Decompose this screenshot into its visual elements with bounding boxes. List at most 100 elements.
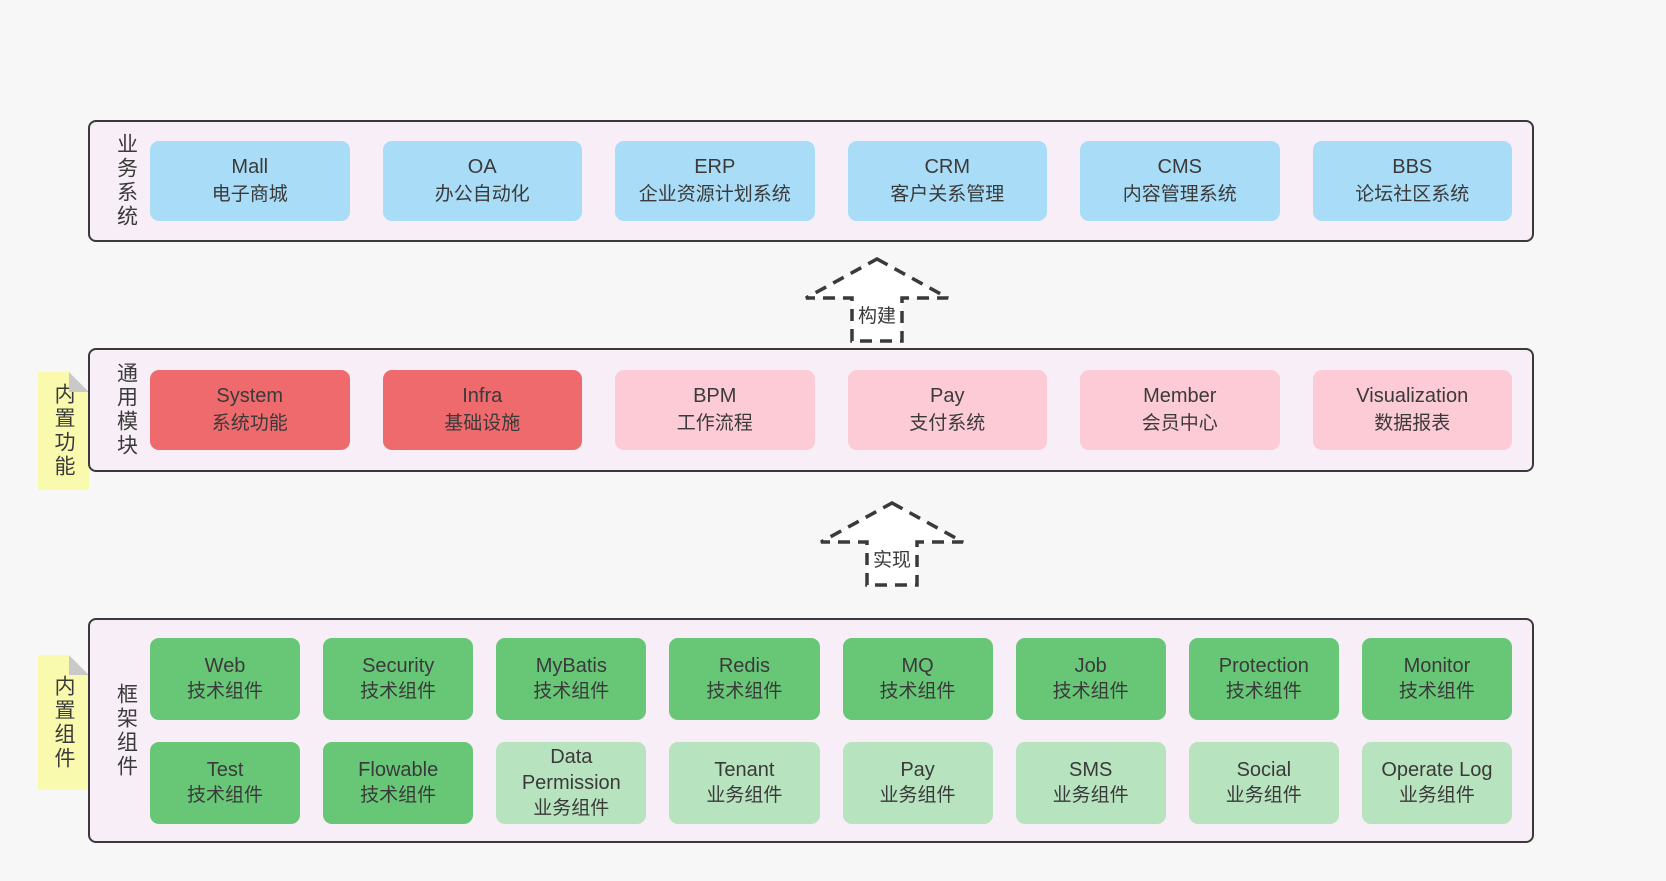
box-subtitle: 业务组件 <box>533 798 610 820</box>
box-title: OA <box>467 156 497 179</box>
box-title: ERP <box>694 156 736 179</box>
up-arrow-icon <box>805 257 949 343</box>
box-oa: OA 办公自动化 <box>382 141 582 221</box>
box-title: System <box>216 385 284 408</box>
box-monitor: Monitor 技术组件 <box>1361 637 1512 720</box>
box-subtitle: 业务组件 <box>879 785 956 807</box>
box-title: SMS <box>1069 758 1113 781</box>
up-arrow-implement: 实现 <box>817 498 967 590</box>
box-title: Social <box>1236 758 1292 781</box>
box-social: Social 业务组件 <box>1188 741 1339 824</box>
sticky-label: 内置组件 <box>52 674 75 771</box>
box-title: BBS <box>1392 156 1433 179</box>
box-subtitle: 技术组件 <box>360 785 437 807</box>
band-framework-components: 框架组件 Web 技术组件 Security 技术组件 MyBatis 技术组件… <box>88 618 1534 843</box>
box-title: Security <box>362 654 435 677</box>
sticky-built-in-components: 内置组件 <box>38 655 89 790</box>
band-label: 业务系统 <box>114 133 138 229</box>
box-crm: CRM 客户关系管理 <box>847 141 1047 221</box>
box-subtitle: 技术组件 <box>533 681 610 703</box>
box-title: Web <box>204 654 246 677</box>
box-mq: MQ 技术组件 <box>842 637 993 720</box>
tech-components-row: Web 技术组件 Security 技术组件 MyBatis 技术组件 Redi… <box>150 637 1512 720</box>
box-subtitle: 技术组件 <box>706 681 783 703</box>
sticky-label: 内置功能 <box>52 383 75 479</box>
box-title: Monitor <box>1403 654 1471 677</box>
box-flowable: Flowable 技术组件 <box>323 741 474 824</box>
box-title: Protection <box>1218 654 1309 677</box>
box-subtitle: 论坛社区系统 <box>1355 183 1470 205</box>
box-title: Flowable <box>358 758 439 781</box>
box-title: Operate Log <box>1381 758 1493 781</box>
box-security: Security 技术组件 <box>323 637 474 720</box>
arrow-label: 构建 <box>857 306 896 327</box>
box-data-permission: Data Permission 业务组件 <box>496 741 647 824</box>
box-web: Web 技术组件 <box>150 637 301 720</box>
box-title: Mall <box>231 156 269 179</box>
box-title: Test <box>206 758 244 781</box>
box-title: Redis <box>718 654 770 677</box>
box-subtitle: 基础设施 <box>444 412 521 434</box>
box-subtitle: 技术组件 <box>1398 681 1475 703</box>
box-erp: ERP 企业资源计划系统 <box>615 141 815 221</box>
band-common-modules: 通用模块 System 系统功能 Infra 基础设施 BPM 工作流程 Pay… <box>88 348 1534 472</box>
box-system: System 系统功能 <box>150 370 350 450</box>
box-subtitle: 内容管理系统 <box>1122 183 1237 205</box>
box-subtitle: 工作流程 <box>676 412 753 434</box>
box-title: Job <box>1074 654 1107 677</box>
box-subtitle: 电子商城 <box>211 183 288 205</box>
box-title: Tenant <box>714 758 775 781</box>
box-subtitle: 技术组件 <box>1225 681 1302 703</box>
box-subtitle: 技术组件 <box>360 681 437 703</box>
box-title: Visualization <box>1356 385 1469 408</box>
box-bpm: BPM 工作流程 <box>615 370 815 450</box>
box-subtitle: 企业资源计划系统 <box>638 183 791 205</box>
box-member: Member 会员中心 <box>1080 370 1280 450</box>
box-title: Infra <box>462 385 503 408</box>
box-subtitle: 技术组件 <box>187 681 264 703</box>
box-cms: CMS 内容管理系统 <box>1080 141 1280 221</box>
sticky-built-in-features: 内置功能 <box>38 372 89 490</box>
box-infra: Infra 基础设施 <box>382 370 582 450</box>
box-subtitle: 技术组件 <box>879 681 956 703</box>
box-title: Member <box>1143 385 1217 408</box>
box-subtitle: 支付系统 <box>909 412 986 434</box>
box-test: Test 技术组件 <box>150 741 301 824</box>
box-mybatis: MyBatis 技术组件 <box>496 637 647 720</box>
box-subtitle: 会员中心 <box>1141 412 1218 434</box>
band-business-systems: 业务系统 Mall 电子商城 OA 办公自动化 ERP 企业资源计划系统 CRM… <box>88 120 1534 242</box>
business-systems-row: Mall 电子商城 OA 办公自动化 ERP 企业资源计划系统 CRM 客户关系… <box>150 141 1512 221</box>
box-operate-log: Operate Log 业务组件 <box>1361 741 1512 824</box>
box-mall: Mall 电子商城 <box>150 141 350 221</box>
box-subtitle: 业务组件 <box>706 785 783 807</box>
box-sms: SMS 业务组件 <box>1015 741 1166 824</box>
box-title: Pay <box>930 385 965 408</box>
box-tenant: Tenant 业务组件 <box>669 741 820 824</box>
box-subtitle: 技术组件 <box>1052 681 1129 703</box>
box-subtitle: 业务组件 <box>1225 785 1302 807</box>
box-subtitle: 技术组件 <box>187 785 264 807</box>
band-label: 框架组件 <box>114 682 138 779</box>
box-title: MyBatis <box>535 654 607 677</box>
box-visualization: Visualization 数据报表 <box>1312 370 1512 450</box>
box-subtitle: 系统功能 <box>211 412 288 434</box>
box-subtitle: 数据报表 <box>1374 412 1451 434</box>
box-title: Pay <box>900 758 935 781</box>
common-modules-row: System 系统功能 Infra 基础设施 BPM 工作流程 Pay 支付系统… <box>150 370 1512 450</box>
up-arrow-icon <box>820 501 964 587</box>
box-subtitle: 客户关系管理 <box>890 183 1005 205</box>
box-pay-component: Pay 业务组件 <box>842 741 993 824</box>
box-title: Data Permission <box>521 745 621 794</box>
box-protection: Protection 技术组件 <box>1188 637 1339 720</box>
box-bbs: BBS 论坛社区系统 <box>1312 141 1512 221</box>
box-redis: Redis 技术组件 <box>669 637 820 720</box>
up-arrow-build: 构建 <box>802 254 952 346</box>
biz-components-row: Test 技术组件 Flowable 技术组件 Data Permission … <box>150 741 1512 824</box>
box-subtitle: 办公自动化 <box>434 183 530 205</box>
band-label: 通用模块 <box>114 362 138 458</box>
box-subtitle: 业务组件 <box>1398 785 1475 807</box>
box-subtitle: 业务组件 <box>1052 785 1129 807</box>
box-title: CRM <box>924 156 971 179</box>
box-job: Job 技术组件 <box>1015 637 1166 720</box>
